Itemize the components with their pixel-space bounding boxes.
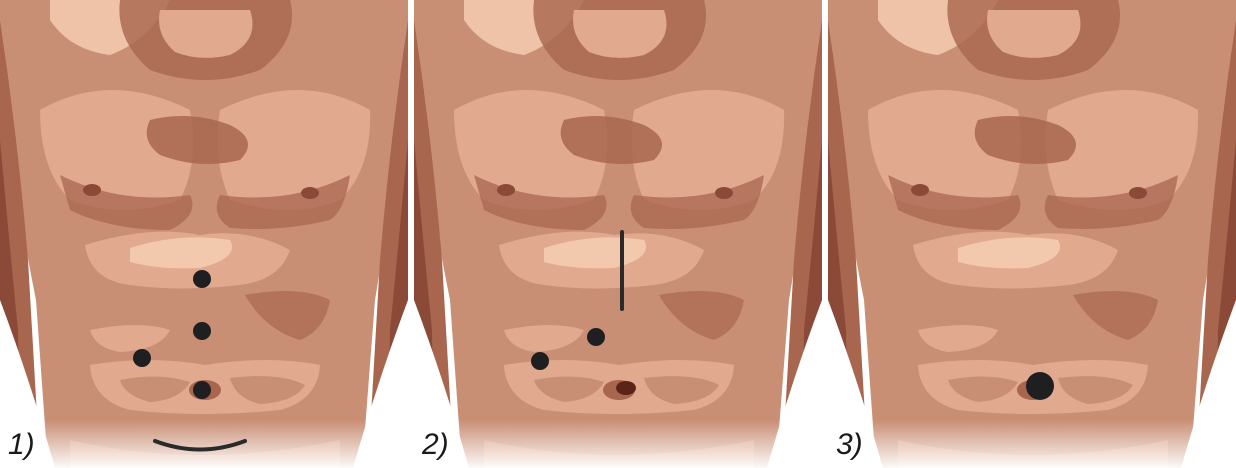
torso-illustration (0, 0, 408, 468)
panel-label: 2) (422, 430, 449, 460)
navel (616, 381, 636, 395)
port-marker (531, 352, 549, 370)
port-marker (193, 270, 211, 288)
panel-1: 1) (0, 0, 408, 468)
panel-label: 3) (836, 430, 863, 460)
torso-illustration (828, 0, 1236, 468)
port-marker (193, 322, 211, 340)
port-marker (133, 349, 151, 367)
panel-label: 1) (8, 430, 35, 460)
torso-illustration (414, 0, 822, 468)
panel-2: 2) (414, 0, 822, 468)
port-marker (587, 328, 605, 346)
panel-3: 3) (828, 0, 1236, 468)
single-port-marker (1026, 372, 1054, 400)
port-marker (193, 381, 211, 399)
